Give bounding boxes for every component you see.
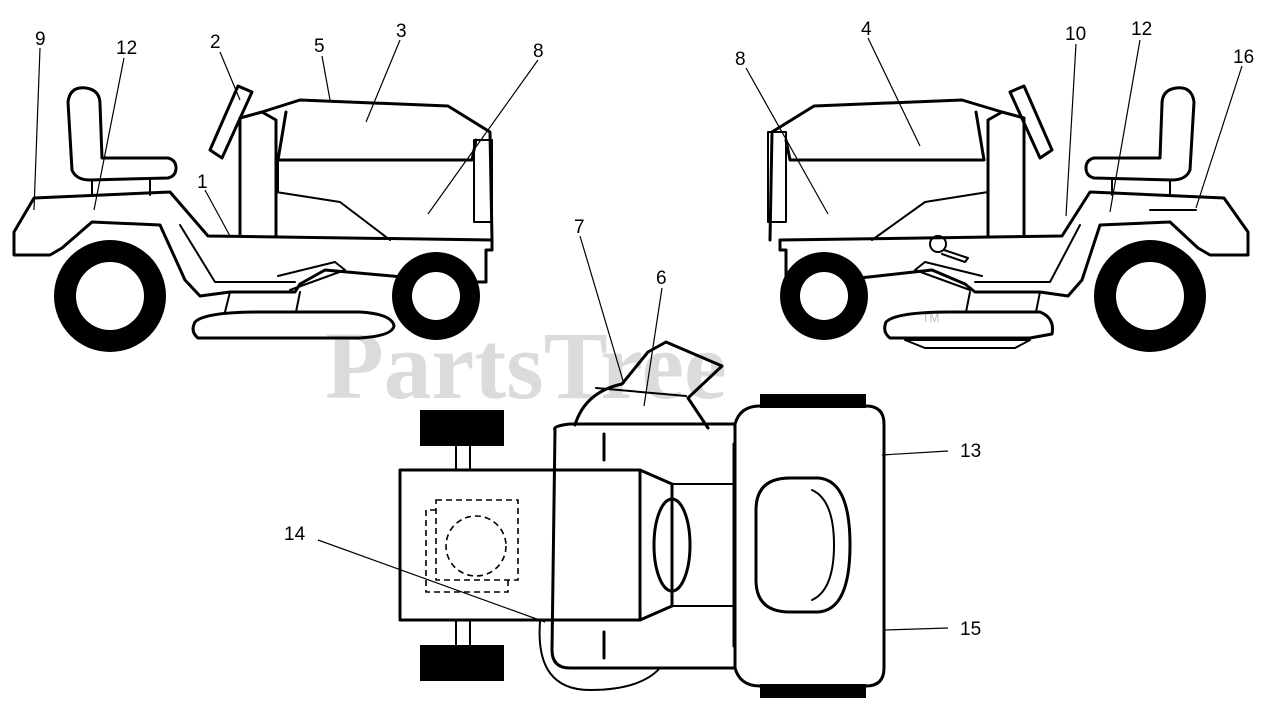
callout-14: 14 [284,524,306,545]
callout-9: 9 [35,29,46,50]
callout-4: 4 [861,19,872,40]
callout-8-right: 8 [735,49,746,70]
callout-3: 3 [396,21,407,42]
callout-labels: 9 12 2 5 3 8 1 8 4 10 12 16 7 6 13 14 15 [35,19,1254,640]
leader-lines [33,37,1243,631]
callout-2: 2 [210,32,221,53]
tractor-right-side-view [767,84,1250,352]
callout-6: 6 [656,268,667,289]
callout-16: 16 [1233,47,1254,68]
callout-12-right: 12 [1131,19,1152,40]
tractor-top-view [398,340,886,698]
callout-5: 5 [314,36,325,57]
callout-7: 7 [574,217,585,238]
callout-15: 15 [960,619,981,640]
callout-12-left: 12 [116,38,137,59]
callout-10: 10 [1065,24,1086,45]
tractor-left-side-view [12,84,494,352]
callout-8-left: 8 [533,41,544,62]
callout-13: 13 [960,441,981,462]
callout-1: 1 [197,172,208,193]
partstree-watermark: PartsTree [325,312,727,419]
watermark-trademark: TM [922,311,939,325]
